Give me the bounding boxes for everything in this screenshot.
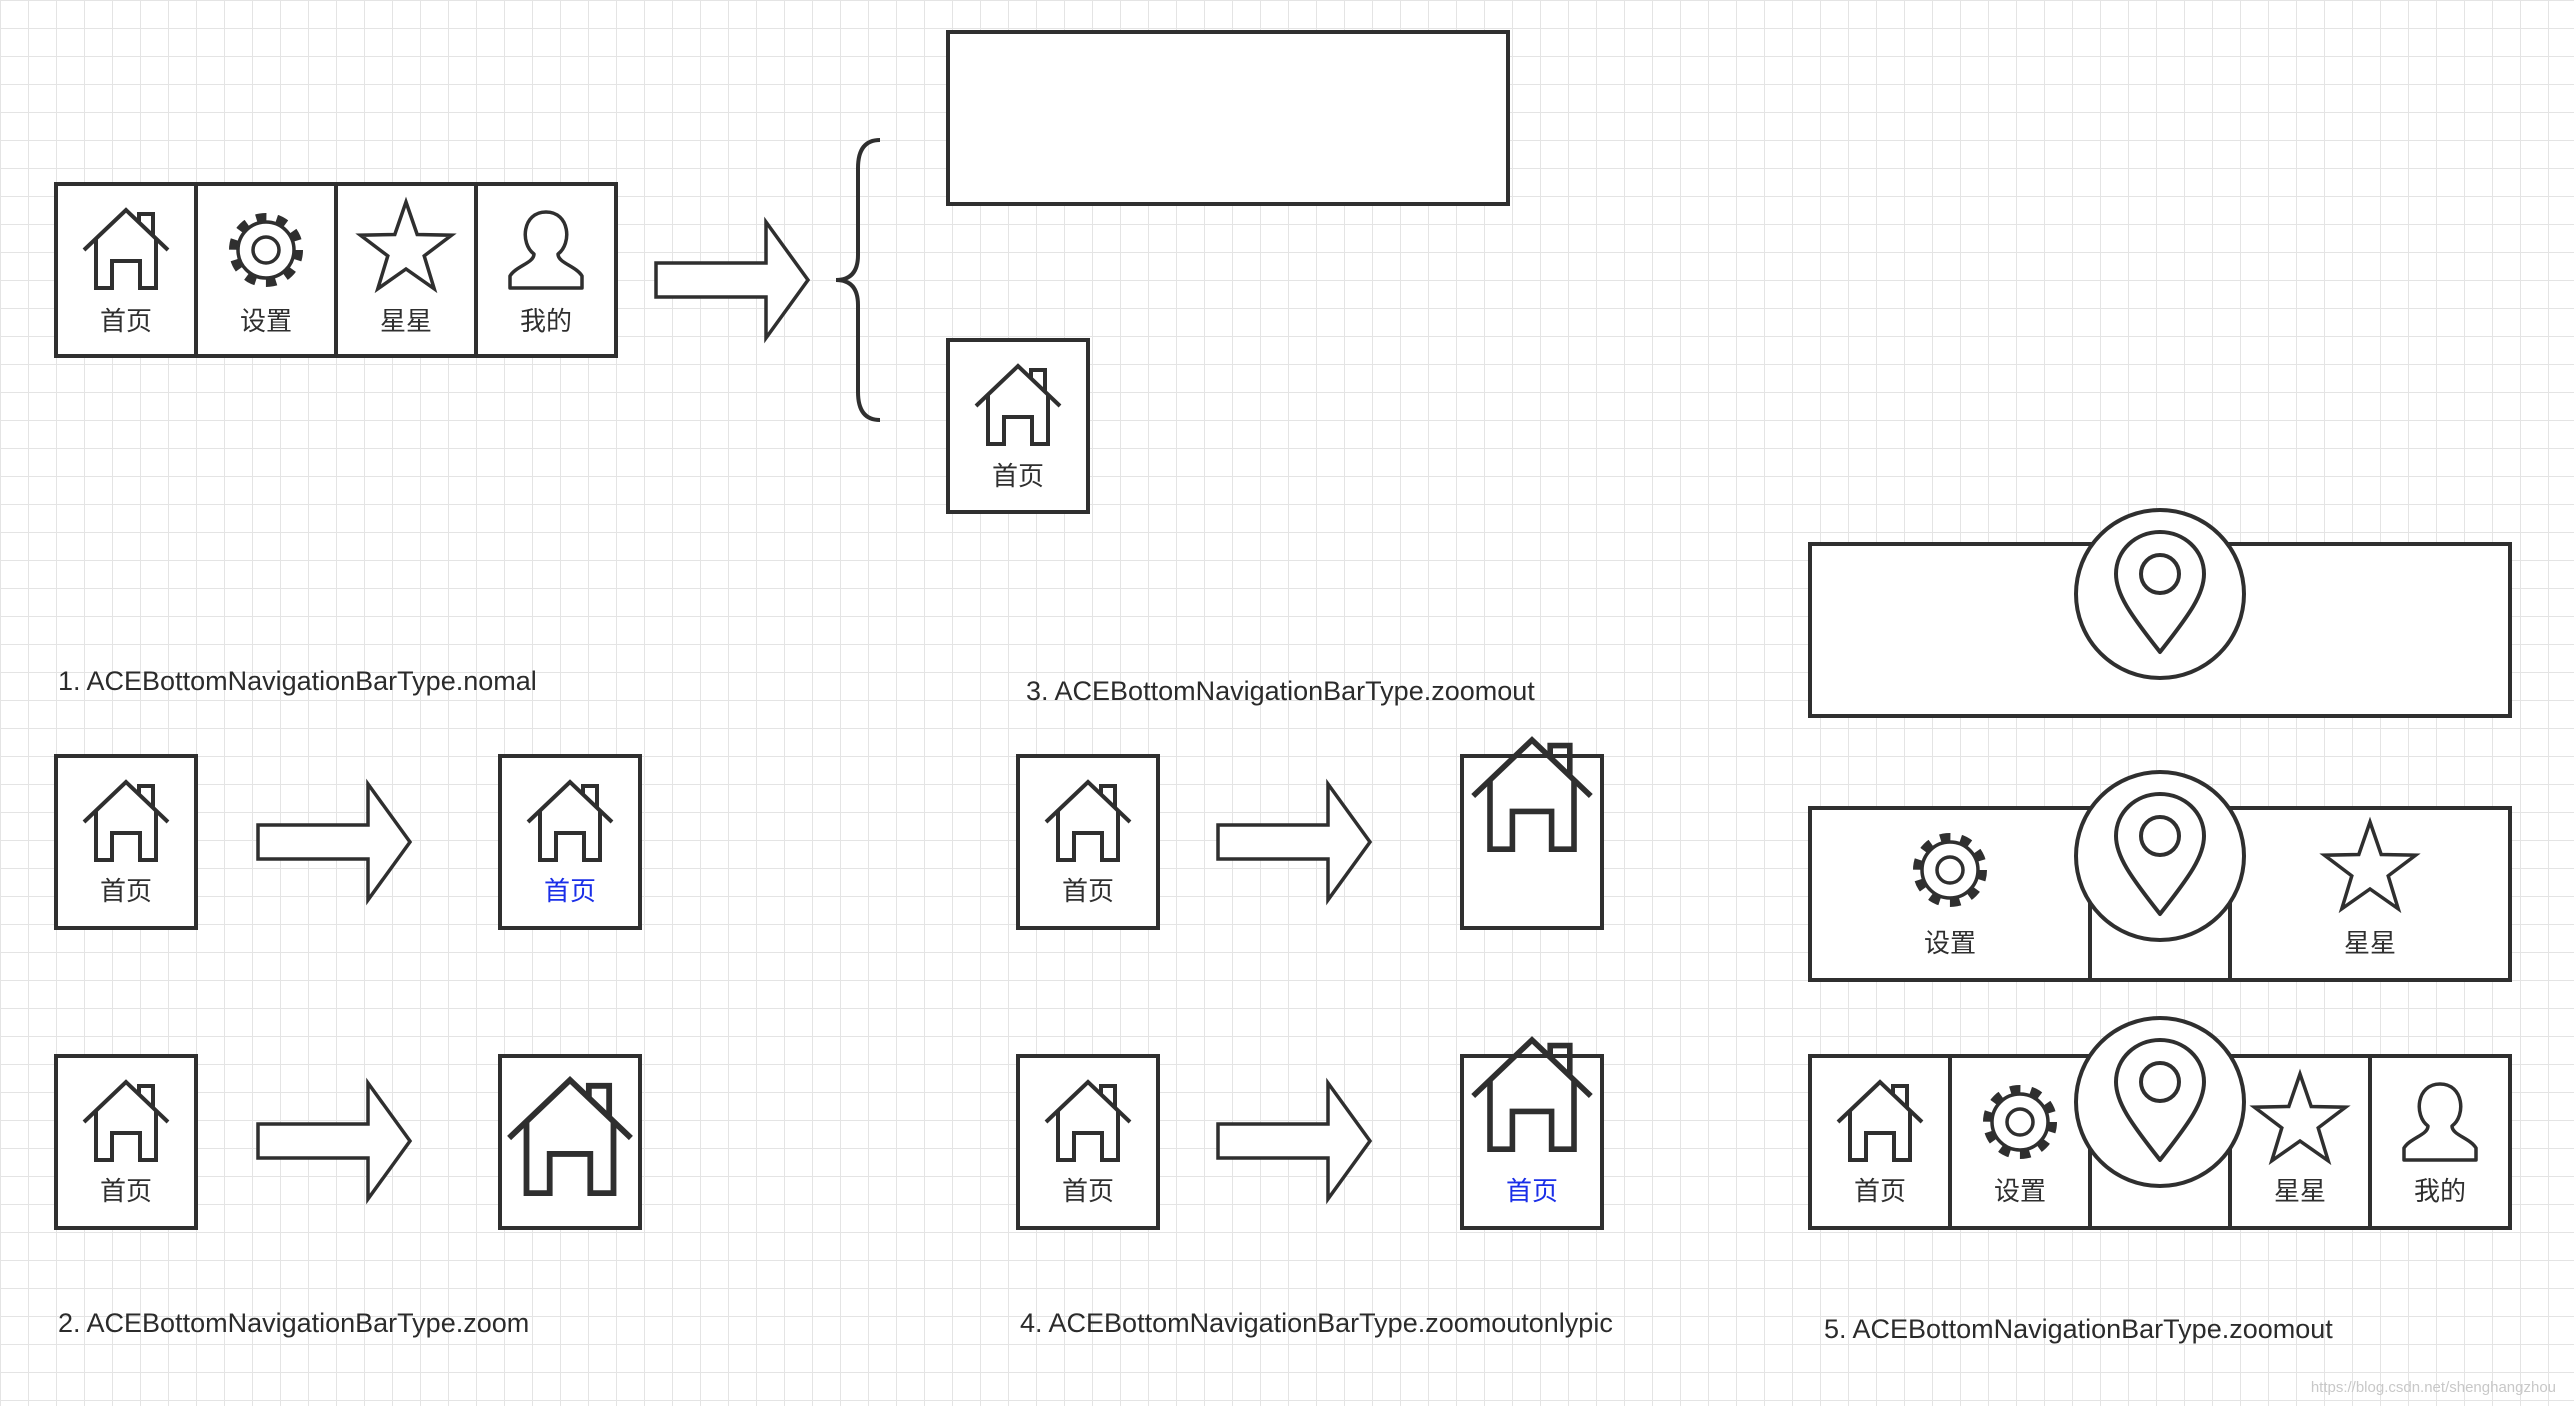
caption-4: 4. ACEBottomNavigationBarType.zoomoutonl… xyxy=(1020,1308,1613,1338)
gear-icon[interactable] xyxy=(1910,830,1990,910)
section-2-zoom-row-1: 首页 首页 xyxy=(54,754,642,930)
section-5-bar-three: 设置 星星 xyxy=(1808,770,2512,982)
nav-label-stars: 星星 xyxy=(380,307,432,337)
arrow-right-icon xyxy=(1216,1081,1372,1201)
caption-2: 2. ACEBottomNavigationBarType.zoom xyxy=(58,1308,529,1338)
gear-icon[interactable] xyxy=(226,210,306,290)
caption-5: 5. ACEBottomNavigationBarType.zoomout xyxy=(1824,1314,2333,1344)
nav-label-home-selected: 首页 xyxy=(544,877,596,907)
section-5-bar-empty xyxy=(1808,508,2512,718)
item-frame-selected xyxy=(498,1054,642,1230)
single-item-box: 首页 xyxy=(946,338,1090,514)
watermark: https://blog.csdn.net/shenghangzhou xyxy=(2311,1379,2556,1396)
nav-label-home: 首页 xyxy=(1062,1177,1114,1207)
item-frame-selected xyxy=(1460,754,1604,930)
nav-label-settings: 设置 xyxy=(1994,1177,2046,1207)
nav-label-mine: 我的 xyxy=(520,307,572,337)
nav-label-mine: 我的 xyxy=(2414,1177,2466,1207)
arrow-right-icon xyxy=(654,220,810,340)
nav-label-home: 首页 xyxy=(1062,877,1114,907)
section-5-bar-five: 首页 设置 星星 我的 xyxy=(1808,1016,2512,1230)
section-2-zoom-row-2: 首页 xyxy=(54,1054,642,1230)
section-4-zoomoutonlypic-row: 首页 首页 xyxy=(1016,1040,1604,1230)
section-3-zoomout-row: 首页 xyxy=(1016,740,1604,930)
caption-3: 3. ACEBottomNavigationBarType.zoomout xyxy=(1026,676,1535,706)
nav-label-home: 首页 xyxy=(100,307,152,337)
arrow-right-icon xyxy=(256,1081,412,1201)
nav-label-home-selected: 首页 xyxy=(1506,1177,1558,1207)
empty-bar-frame xyxy=(946,30,1510,206)
nav-label-settings: 设置 xyxy=(1924,929,1976,959)
nav-label-stars: 星星 xyxy=(2274,1177,2326,1207)
nav-label-settings: 设置 xyxy=(240,307,292,337)
curly-brace-icon xyxy=(835,138,881,422)
item-frame-selected xyxy=(498,754,642,930)
caption-1: 1. ACEBottomNavigationBarType.nomal xyxy=(58,666,537,696)
nav-label-stars: 星星 xyxy=(2344,929,2396,959)
nav-label-home: 首页 xyxy=(100,877,152,907)
nav-label-home: 首页 xyxy=(1854,1177,1906,1207)
gear-icon[interactable] xyxy=(1980,1082,2060,1162)
nav-label-home: 首页 xyxy=(992,462,1044,492)
nav-label-home: 首页 xyxy=(100,1177,152,1207)
arrow-right-icon xyxy=(1216,782,1372,902)
arrow-right-icon xyxy=(256,782,412,902)
section-1-normal-bar: 首页 设置 星星 我的 xyxy=(54,182,618,358)
